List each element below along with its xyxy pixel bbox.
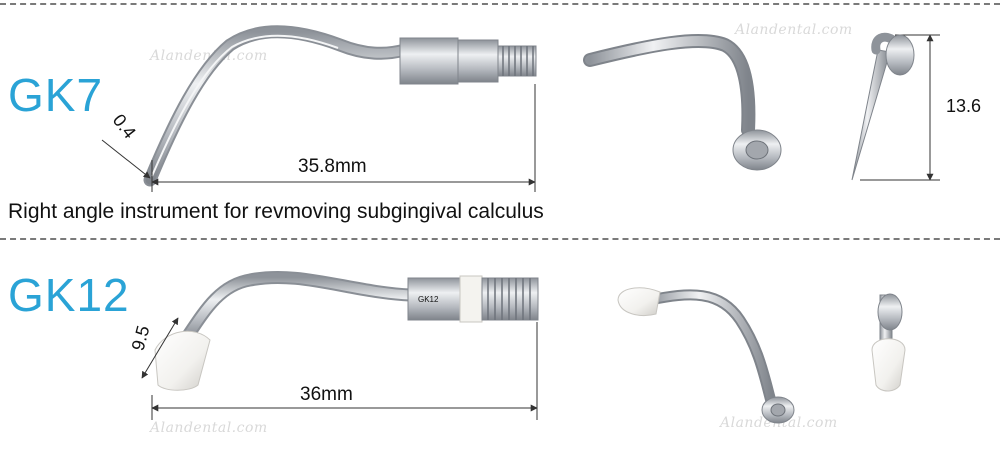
gk7-height-label: 13.6	[946, 96, 981, 116]
gk12-front-view	[871, 293, 906, 392]
gk12-tip-drawing	[154, 270, 539, 391]
middle-divider	[0, 238, 1000, 240]
gk12-length-label: 36mm	[300, 384, 353, 405]
gk7-length-label: 35.8mm	[298, 156, 367, 177]
watermark: Alandental.com	[150, 420, 268, 436]
gk7-dimensions	[101, 34, 940, 192]
top-divider	[0, 3, 1000, 5]
watermark: Alandental.com	[150, 48, 268, 64]
gk7-side-view	[583, 34, 782, 171]
gk7-tip-width-label: 0.4	[109, 110, 140, 142]
watermark: Alandental.com	[735, 22, 853, 38]
gk7-model-label: GK7	[8, 69, 104, 121]
gk7-front-view	[851, 32, 915, 181]
gk12-model-label: GK12	[8, 269, 130, 321]
gk7-tip-drawing	[143, 25, 537, 187]
gk12-dimensions	[141, 317, 538, 420]
gk7-description: Right angle instrument for revmoving sub…	[8, 200, 544, 223]
gk12-tip-width-label: 9.5	[128, 323, 154, 352]
gk12-shank-mark: GK12	[418, 295, 439, 304]
gk12-side-view	[617, 287, 795, 424]
